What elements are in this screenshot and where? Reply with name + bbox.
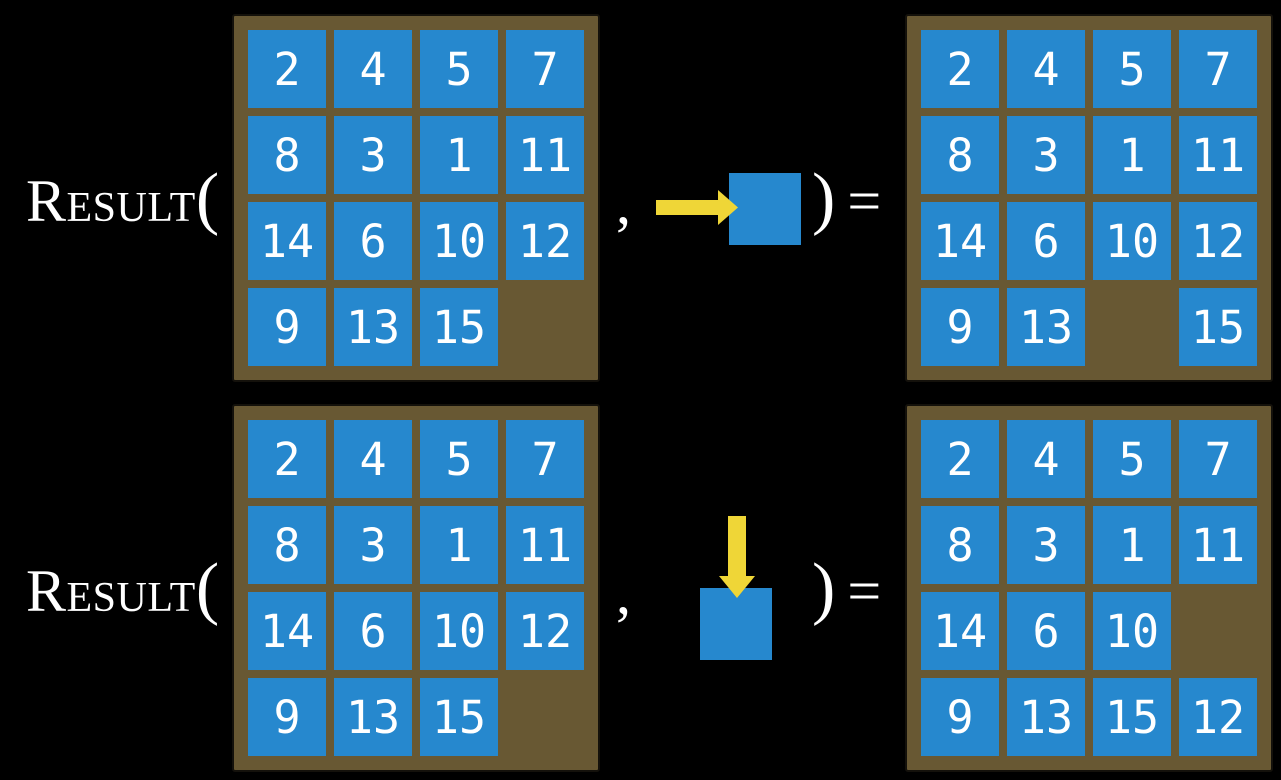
tile-4: 4 (1007, 420, 1085, 498)
tile-10: 10 (1093, 202, 1171, 280)
tile-5: 5 (420, 30, 498, 108)
tile-13: 13 (1007, 288, 1085, 366)
tile-10: 10 (1093, 592, 1171, 670)
tile-10: 10 (420, 592, 498, 670)
tile-2: 2 (921, 420, 999, 498)
open-paren: ( (195, 550, 220, 627)
tile-9: 9 (248, 288, 326, 366)
tile-3: 3 (1007, 506, 1085, 584)
tile-3: 3 (334, 506, 412, 584)
result-function-name: Result (26, 558, 196, 624)
tile-3: 3 (334, 116, 412, 194)
tile-14: 14 (248, 202, 326, 280)
tile-13: 13 (334, 288, 412, 366)
tile-6: 6 (1007, 202, 1085, 280)
tile-15: 15 (1093, 678, 1171, 756)
tile-11: 11 (1179, 506, 1257, 584)
result-function-label: Result( (26, 554, 219, 624)
tile-8: 8 (921, 116, 999, 194)
tile-1: 1 (420, 116, 498, 194)
tile-12: 12 (1179, 202, 1257, 280)
tile-6: 6 (1007, 592, 1085, 670)
tile-4: 4 (1007, 30, 1085, 108)
tile-1: 1 (1093, 116, 1171, 194)
tile-14: 14 (921, 592, 999, 670)
tile-5: 5 (420, 420, 498, 498)
tile-5: 5 (1093, 30, 1171, 108)
tile-14: 14 (248, 592, 326, 670)
tile-14: 14 (921, 202, 999, 280)
result-function-name: Result (26, 168, 196, 234)
tile-15: 15 (420, 678, 498, 756)
tile-9: 9 (921, 678, 999, 756)
tile-12: 12 (506, 592, 584, 670)
tile-4: 4 (334, 30, 412, 108)
tile-13: 13 (334, 678, 412, 756)
comma-separator: , (616, 560, 631, 626)
tile-7: 7 (1179, 30, 1257, 108)
tile-9: 9 (248, 678, 326, 756)
blank-cell (506, 288, 584, 366)
comma-separator: , (616, 170, 631, 236)
tile-5: 5 (1093, 420, 1171, 498)
tile-7: 7 (1179, 420, 1257, 498)
tile-8: 8 (921, 506, 999, 584)
close-paren-equals: )= (812, 554, 881, 624)
close-paren: ) (812, 160, 836, 237)
tile-1: 1 (1093, 506, 1171, 584)
tile-7: 7 (506, 420, 584, 498)
tile-1: 1 (420, 506, 498, 584)
tile-6: 6 (334, 202, 412, 280)
equals-sign: = (847, 168, 882, 234)
tile-8: 8 (248, 116, 326, 194)
close-paren: ) (812, 550, 836, 627)
tile-2: 2 (248, 30, 326, 108)
tile-15: 15 (420, 288, 498, 366)
tile-15: 15 (1179, 288, 1257, 366)
open-paren: ( (195, 160, 220, 237)
action-tile-square (729, 173, 801, 245)
tile-9: 9 (921, 288, 999, 366)
blank-cell (1179, 592, 1257, 670)
close-paren-equals: )= (812, 164, 881, 234)
tile-6: 6 (334, 592, 412, 670)
blank-cell (506, 678, 584, 756)
tile-4: 4 (334, 420, 412, 498)
tile-11: 11 (506, 116, 584, 194)
tile-12: 12 (506, 202, 584, 280)
result-function-label: Result( (26, 164, 219, 234)
tile-12: 12 (1179, 678, 1257, 756)
blank-cell (1093, 288, 1171, 366)
action-tile-square (700, 588, 772, 660)
arrow-right-icon (656, 190, 738, 225)
tile-11: 11 (1179, 116, 1257, 194)
tile-11: 11 (506, 506, 584, 584)
tile-3: 3 (1007, 116, 1085, 194)
tile-13: 13 (1007, 678, 1085, 756)
arrow-down-icon (719, 516, 755, 598)
tile-10: 10 (420, 202, 498, 280)
tile-8: 8 (248, 506, 326, 584)
equals-sign: = (847, 558, 882, 624)
tile-2: 2 (921, 30, 999, 108)
tile-7: 7 (506, 30, 584, 108)
tile-2: 2 (248, 420, 326, 498)
